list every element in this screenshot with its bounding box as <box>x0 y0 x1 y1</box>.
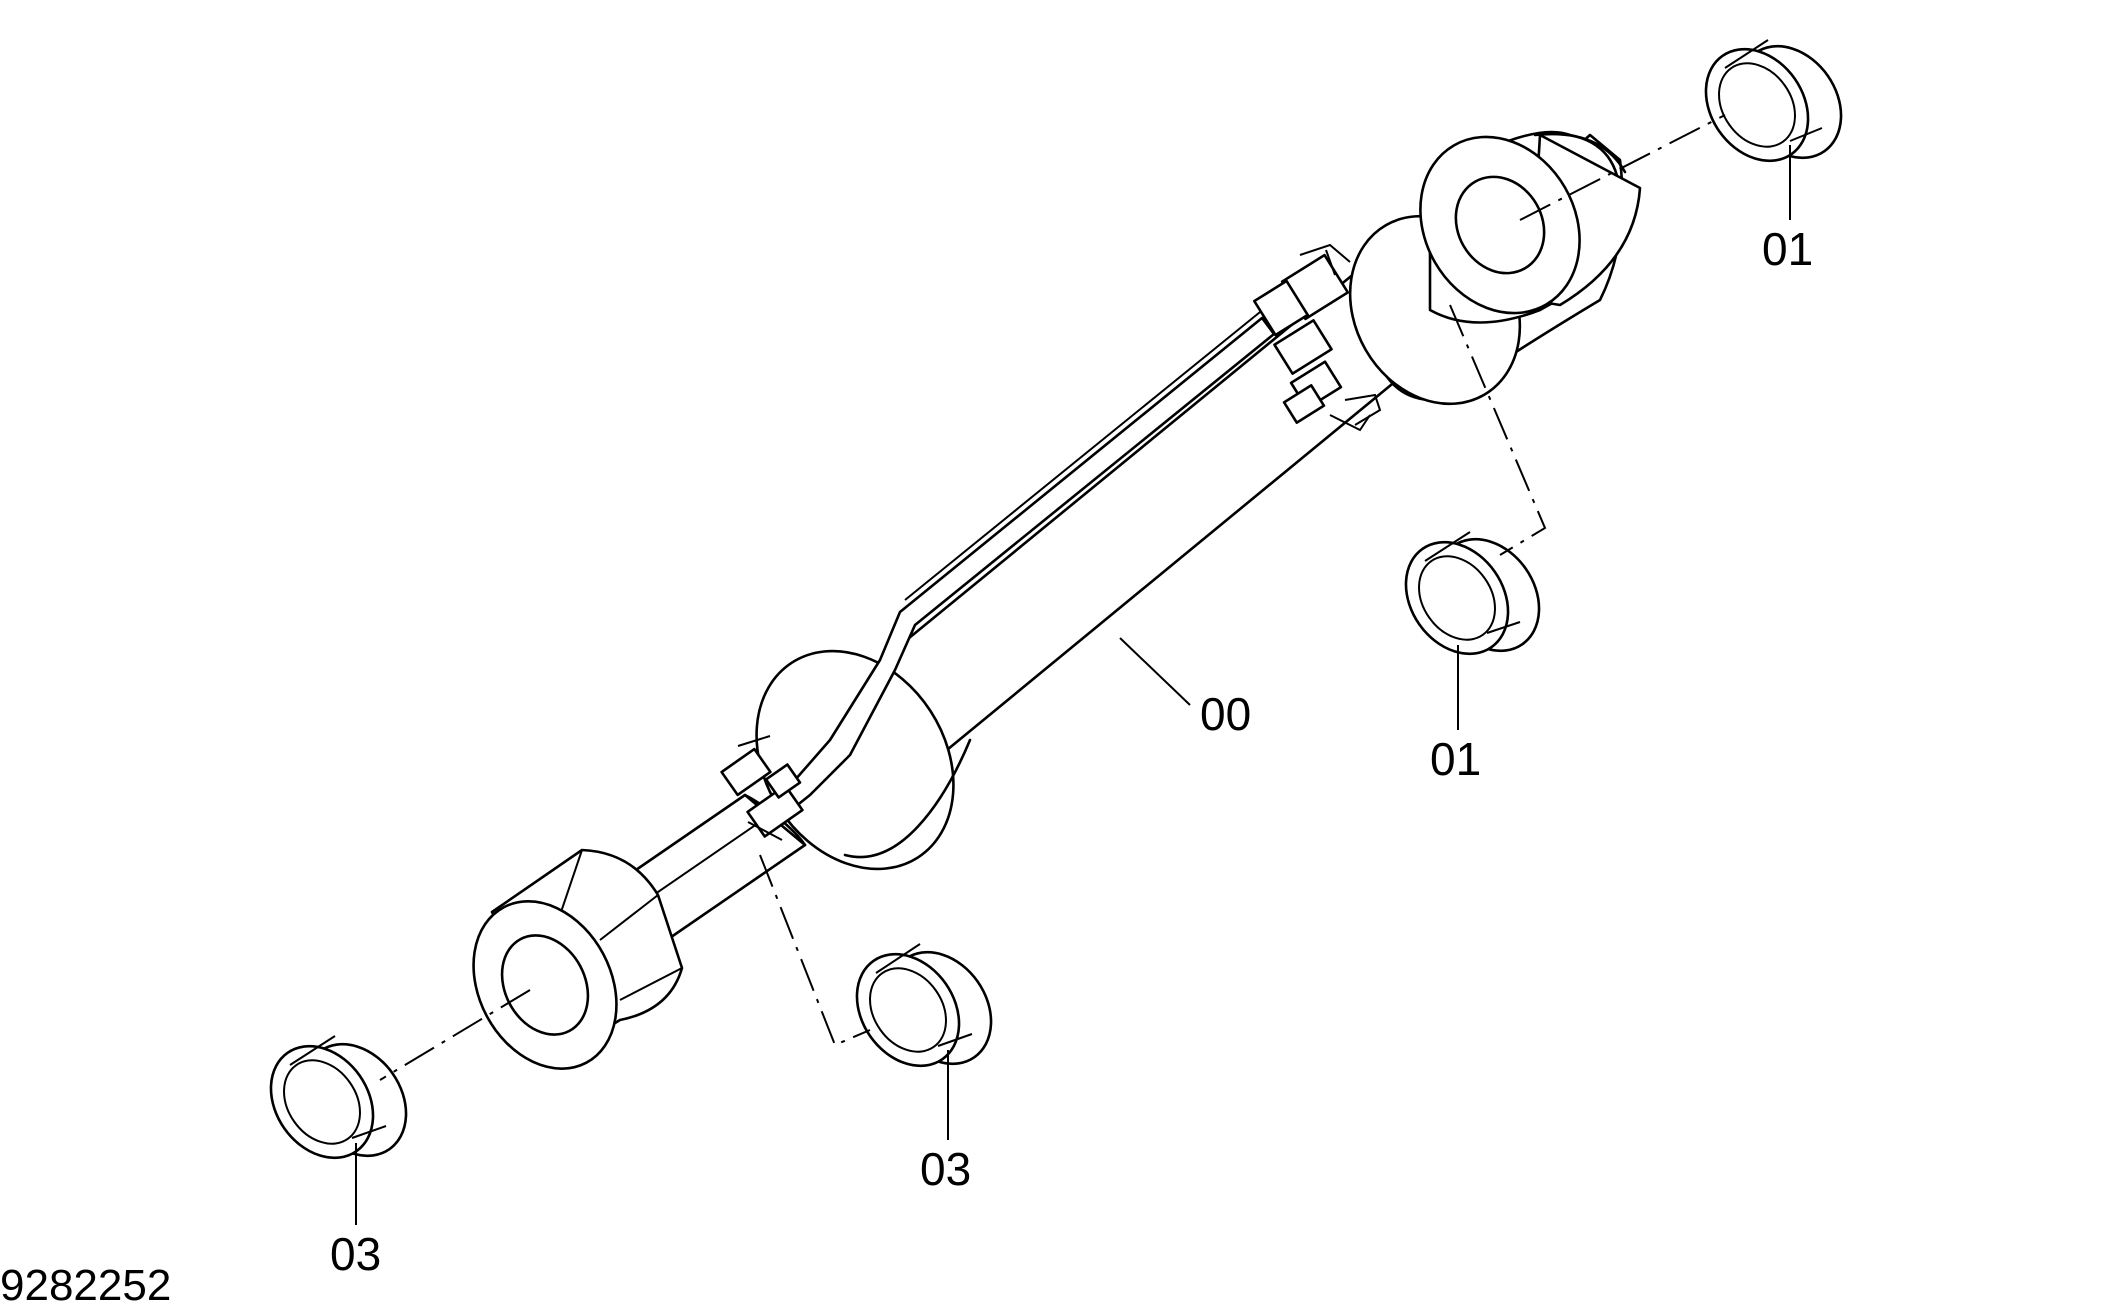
callout-01-top: 01 <box>1762 223 1813 275</box>
hydraulic-cylinder <box>472 130 1642 1070</box>
callout-01-mid: 01 <box>1430 733 1481 785</box>
center-line-head-pin <box>1449 304 1547 556</box>
bushing-top-right <box>1704 39 1843 163</box>
drawing-number: 9282252 <box>0 1261 171 1310</box>
callout-03-bottom: 03 <box>330 1228 381 1280</box>
rod-eye <box>472 848 684 1070</box>
leader-00 <box>1119 637 1191 706</box>
leader-lines <box>355 145 1791 1225</box>
bushing-mid-low <box>855 943 993 1068</box>
center-line-head <box>1519 114 1726 221</box>
center-lines <box>379 114 1726 1081</box>
callout-03-mid: 03 <box>920 1143 971 1195</box>
cylinder-head <box>1348 130 1642 406</box>
callout-00: 00 <box>1200 688 1251 740</box>
bushing-mid-right <box>1404 531 1541 656</box>
rod-end-fitting <box>720 735 804 841</box>
callout-labels: 00 01 01 03 03 <box>330 223 1813 1280</box>
center-line-rod-pin <box>759 854 871 1047</box>
head-valve-block <box>1252 243 1382 432</box>
bushing-bottom-left <box>269 1035 408 1160</box>
center-line-rod-eye <box>379 989 531 1081</box>
